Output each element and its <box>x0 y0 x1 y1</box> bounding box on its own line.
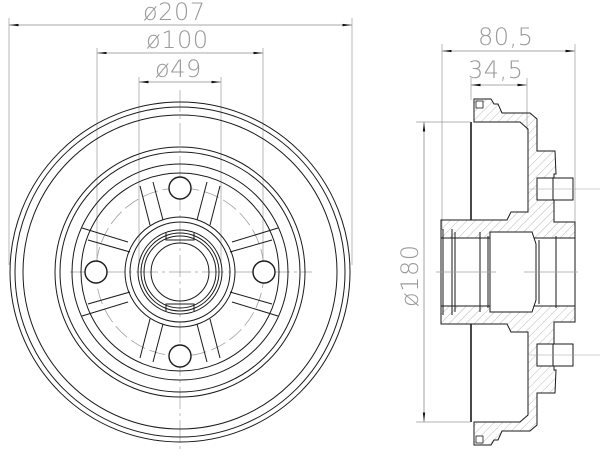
bolt-hole-bottom <box>168 344 192 368</box>
bolt-hole-top <box>168 176 192 200</box>
dim-label-overall-width: 80,5 <box>478 23 534 51</box>
extension-lines <box>8 18 353 265</box>
dim-label-bolt-circle: ø100 <box>146 26 209 54</box>
dim-label-hub-width: 34,5 <box>468 56 524 84</box>
front-view <box>8 18 353 452</box>
bolt-hole-left <box>84 260 108 284</box>
spokes <box>81 181 279 363</box>
upper-shell-section <box>440 98 576 239</box>
dim-label-outer-diameter: ø207 <box>143 0 206 26</box>
lower-shell-section <box>440 305 576 446</box>
bolt-hole-right <box>252 260 276 284</box>
dimension-lines <box>9 23 352 84</box>
dim-label-braking-diameter: ø180 <box>396 244 424 308</box>
hub-flange <box>71 163 289 381</box>
dim-label-center-bore: ø49 <box>155 55 202 83</box>
side-dimension-lines <box>422 49 575 422</box>
center-hub <box>124 216 236 328</box>
side-view <box>416 44 600 446</box>
bolt-holes <box>84 176 276 368</box>
drum-rings <box>9 101 351 443</box>
